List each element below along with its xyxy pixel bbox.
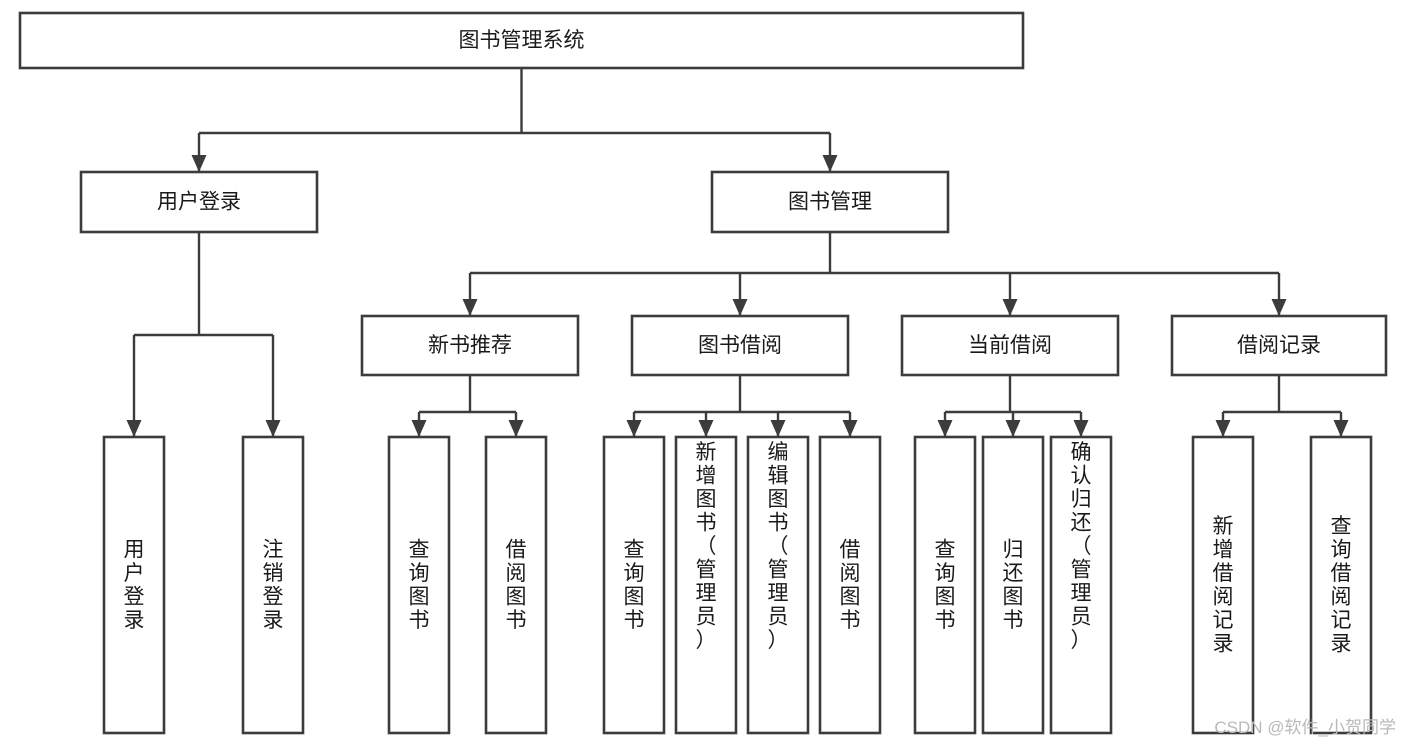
node-leaf-add-book[interactable]: 新增图书（管理员） xyxy=(674,435,738,735)
node-box-leaf-borrow-book-rec xyxy=(484,435,548,735)
arrow-icon-leaf-add-book xyxy=(698,420,714,437)
node-box-root xyxy=(18,11,1025,70)
arrow-icon-leaf-edit-book xyxy=(770,420,786,437)
node-label-leaf-add-record: 新增借阅记录 xyxy=(1213,515,1234,656)
node-label-book-manage: 图书管理 xyxy=(788,191,872,214)
node-root[interactable]: 图书管理系统 xyxy=(18,11,1025,70)
node-new-book-rec[interactable]: 新书推荐 xyxy=(360,314,580,377)
node-leaf-edit-book[interactable]: 编辑图书（管理员） xyxy=(746,435,810,735)
arrow-icon-leaf-query-book-borrow xyxy=(626,420,642,437)
node-label-leaf-add-book: 新增图书（管理员） xyxy=(696,441,717,652)
node-label-leaf-borrow-book-rec: 借阅图书 xyxy=(506,538,527,632)
arrow-icon-leaf-borrow-book-rec xyxy=(508,420,524,437)
arrow-icon-leaf-user-login xyxy=(126,420,142,437)
node-box-leaf-borrow-book xyxy=(818,435,882,735)
node-label-user-login: 用户登录 xyxy=(157,191,241,214)
node-leaf-confirm-return[interactable]: 确认归还（管理员） xyxy=(1049,435,1113,735)
node-book-manage[interactable]: 图书管理 xyxy=(710,170,950,234)
arrow-icon-new-book-rec xyxy=(462,299,478,316)
node-label-leaf-query-book-borrow: 查询图书 xyxy=(624,538,645,632)
arrow-icon-leaf-add-record xyxy=(1215,420,1231,437)
node-label-new-book-rec: 新书推荐 xyxy=(428,334,512,357)
arrow-icon-leaf-query-book-cur xyxy=(937,420,953,437)
node-leaf-user-login[interactable]: 用户登录 xyxy=(102,435,166,735)
arrow-icon-leaf-query-record xyxy=(1333,420,1349,437)
node-leaf-add-record[interactable]: 新增借阅记录 xyxy=(1191,435,1255,735)
node-box-leaf-confirm-return xyxy=(1049,435,1113,735)
arrow-icon-leaf-query-book-rec xyxy=(411,420,427,437)
arrow-icon-book-borrow xyxy=(732,299,748,316)
node-label-book-borrow: 图书借阅 xyxy=(698,334,782,357)
node-label-current-borrow: 当前借阅 xyxy=(968,334,1052,357)
node-box-borrow-record xyxy=(1170,314,1388,377)
node-label-leaf-logout: 注销登录 xyxy=(263,538,284,632)
node-leaf-query-book-borrow[interactable]: 查询图书 xyxy=(602,435,666,735)
node-box-leaf-add-record xyxy=(1191,435,1255,735)
arrow-icon-leaf-logout xyxy=(265,420,281,437)
node-label-borrow-record: 借阅记录 xyxy=(1237,334,1321,357)
arrow-icon-leaf-return-book xyxy=(1005,420,1021,437)
node-label-leaf-query-record: 查询借阅记录 xyxy=(1331,515,1352,656)
node-leaf-logout[interactable]: 注销登录 xyxy=(241,435,305,735)
arrow-icon-current-borrow xyxy=(1002,299,1018,316)
arrow-icon-user-login xyxy=(191,155,207,172)
node-box-leaf-query-book-cur xyxy=(913,435,977,735)
node-box-current-borrow xyxy=(900,314,1120,377)
node-leaf-borrow-book[interactable]: 借阅图书 xyxy=(818,435,882,735)
node-box-leaf-return-book xyxy=(981,435,1045,735)
node-label-leaf-return-book: 归还图书 xyxy=(1003,538,1024,632)
node-label-root: 图书管理系统 xyxy=(459,29,585,52)
node-leaf-return-book[interactable]: 归还图书 xyxy=(981,435,1045,735)
node-user-login[interactable]: 用户登录 xyxy=(79,170,319,234)
arrow-icon-book-manage xyxy=(822,155,838,172)
node-leaf-borrow-book-rec[interactable]: 借阅图书 xyxy=(484,435,548,735)
node-book-borrow[interactable]: 图书借阅 xyxy=(630,314,850,377)
node-label-leaf-user-login: 用户登录 xyxy=(124,538,145,632)
node-label-leaf-query-book-rec: 查询图书 xyxy=(409,538,430,632)
node-layer: 图书管理系统用户登录图书管理新书推荐图书借阅当前借阅借阅记录用户登录注销登录查询… xyxy=(18,11,1388,735)
csdn-watermark: CSDN @软件_小贺同学 xyxy=(1214,718,1396,737)
node-box-leaf-query-book-rec xyxy=(387,435,451,735)
node-leaf-query-record[interactable]: 查询借阅记录 xyxy=(1309,435,1373,735)
node-leaf-query-book-cur[interactable]: 查询图书 xyxy=(913,435,977,735)
node-box-leaf-query-record xyxy=(1309,435,1373,735)
node-box-leaf-edit-book xyxy=(746,435,810,735)
node-label-leaf-confirm-return: 确认归还（管理员） xyxy=(1071,441,1092,652)
node-label-leaf-query-book-cur: 查询图书 xyxy=(935,538,956,632)
node-box-leaf-add-book xyxy=(674,435,738,735)
node-box-book-manage xyxy=(710,170,950,234)
node-label-leaf-borrow-book: 借阅图书 xyxy=(840,538,861,632)
node-box-new-book-rec xyxy=(360,314,580,377)
node-leaf-query-book-rec[interactable]: 查询图书 xyxy=(387,435,451,735)
arrow-icon-leaf-confirm-return xyxy=(1073,420,1089,437)
node-box-leaf-logout xyxy=(241,435,305,735)
node-box-book-borrow xyxy=(630,314,850,377)
node-borrow-record[interactable]: 借阅记录 xyxy=(1170,314,1388,377)
connector-layer xyxy=(126,68,1349,437)
arrow-icon-leaf-borrow-book xyxy=(842,420,858,437)
node-box-leaf-user-login xyxy=(102,435,166,735)
node-box-user-login xyxy=(79,170,319,234)
node-current-borrow[interactable]: 当前借阅 xyxy=(900,314,1120,377)
node-box-leaf-query-book-borrow xyxy=(602,435,666,735)
node-label-leaf-edit-book: 编辑图书（管理员） xyxy=(768,441,789,652)
arrow-icon-borrow-record xyxy=(1271,299,1287,316)
